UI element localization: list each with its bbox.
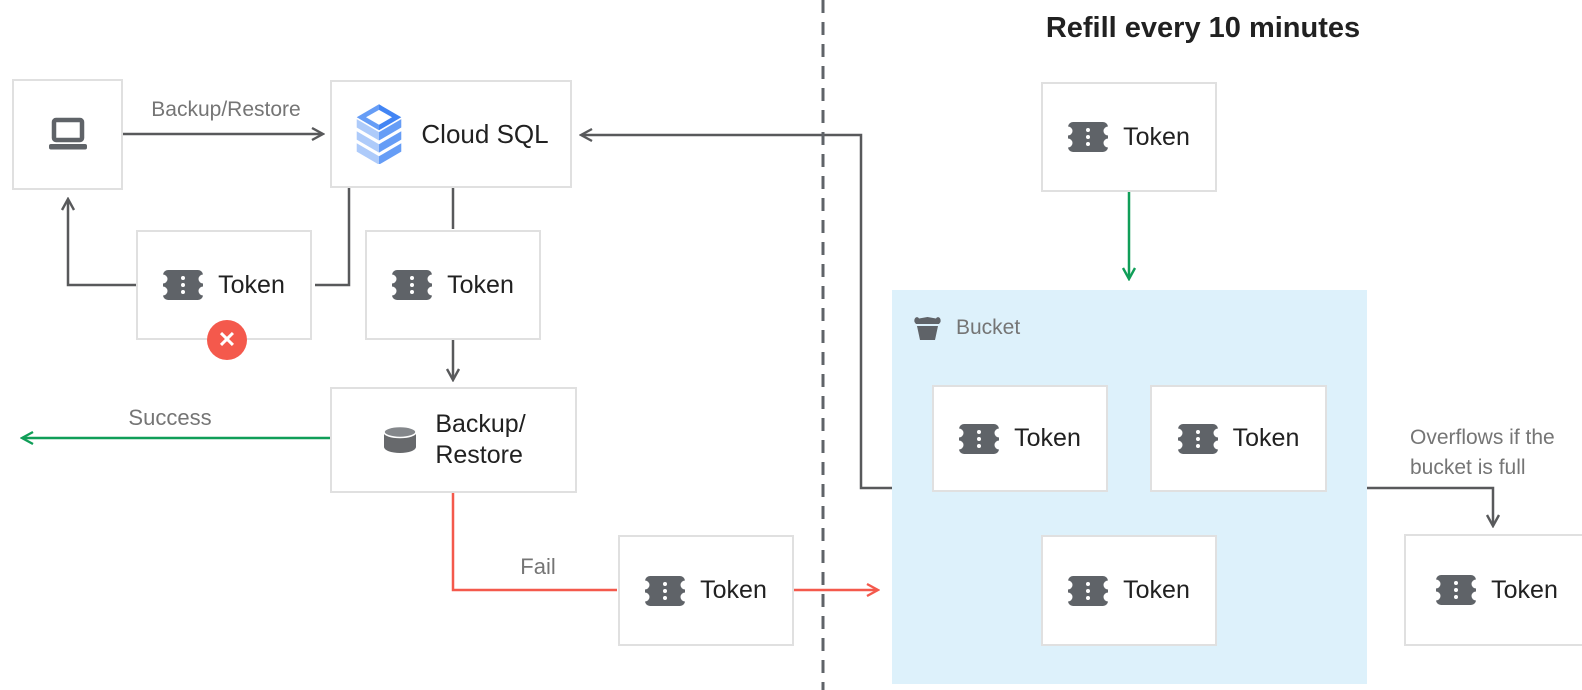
token-icon [1068,122,1109,152]
database-icon [383,425,418,453]
edge-bucket-to-cloudsql [581,135,892,490]
edge-label-overflow: Overflows if the bucket is full [1410,426,1555,479]
edge-label-backup-restore: Backup/Restore [151,98,301,121]
token-icon [1436,575,1477,605]
token-label: Token [700,576,767,604]
error-x-badge: ✕ [207,320,247,360]
token-node-bucket-3: Token [1041,535,1217,646]
edge-fail-to-token [451,493,617,592]
token-icon [392,270,433,300]
token-node-bucket-2: Token [1150,385,1327,492]
token-label: Token [1123,122,1190,151]
token-icon [1068,575,1109,606]
token-label: Token [447,270,514,299]
client-node [12,79,123,190]
bucket-label: Bucket [956,315,1021,339]
token-node-cloudsql: Token [365,230,541,340]
token-icon [163,270,204,300]
cloud-sql-node: Cloud SQL [330,80,572,188]
token-label: Token [1014,424,1081,452]
token-node-fail: Token [618,535,794,646]
edge-token1-to-client [68,199,136,287]
edge-overflow [1367,486,1493,526]
edge-label-success: Success [128,405,212,430]
cloud-sql-label: Cloud SQL [421,118,549,149]
token-icon [1177,423,1218,454]
cloud-sql-icon [357,104,402,164]
laptop-icon [48,117,87,149]
refill-title: Refill every 10 minutes [1045,12,1361,44]
backup-restore-label: Backup/ Restore [435,410,526,469]
token-label: Token [218,270,285,299]
token-icon [645,575,686,606]
backup-restore-node: Backup/ Restore [330,387,577,493]
token-node-refill: Token [1041,82,1217,192]
token-label: Token [1232,424,1300,452]
edge-cloudsql-to-token1 [315,188,351,287]
bucket-icon [914,317,941,340]
token-node-bucket-1: Token [932,385,1108,492]
edge-label-fail: Fail [520,554,556,579]
token-label: Token [1123,576,1190,604]
token-node-overflow: Token [1404,534,1582,646]
token-label: Token [1491,575,1558,604]
bucket-tag: Bucket [912,314,1020,341]
token-icon [959,423,1000,454]
